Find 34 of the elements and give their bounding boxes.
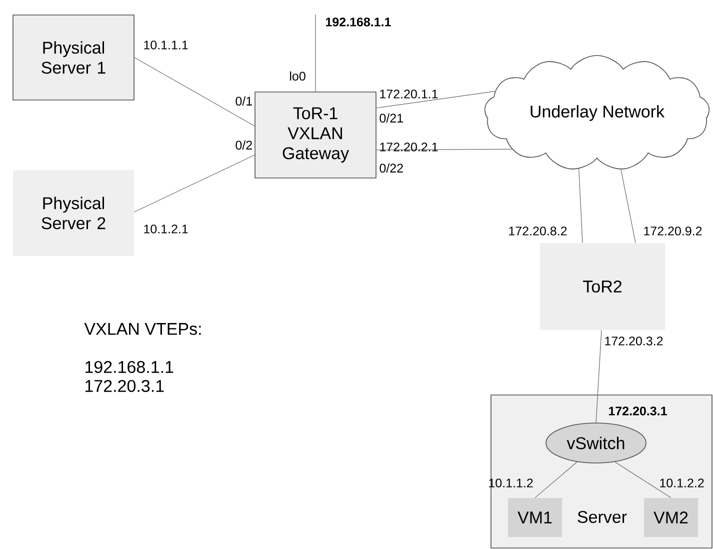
server-box: Physical Server 2 (13, 170, 134, 256)
ip-address-label: 192.168.1.1 (326, 18, 391, 26)
switch-box: ToR2 (540, 243, 665, 330)
ip-address-label: 172.20.3.1 (608, 406, 667, 416)
connector-line (596, 330, 602, 423)
vtep-address: 172.20.3.1 (86, 380, 164, 392)
ip-address-label: 172.20.3.2 (605, 336, 663, 346)
ip-address-label: 172.20.1.1 (380, 90, 438, 98)
vtep-address: 192.168.1.1 (86, 360, 174, 374)
leader-line (315, 14, 316, 92)
ip-address-label: 10.1.1.1 (144, 40, 188, 50)
ip-address-label: 172.20.9.2 (644, 226, 702, 236)
port-label: 0/2 (236, 140, 252, 150)
interface-label: lo0 (290, 71, 306, 81)
ip-address-label: 172.20.8.2 (509, 226, 567, 236)
connector-line (134, 57, 255, 126)
vm-box: VM2 (644, 498, 698, 537)
vm-box: VM1 (508, 498, 562, 537)
server-box: Physical Server 1 (12, 14, 134, 100)
connector-line (620, 169, 636, 244)
connector-line (376, 91, 496, 108)
connector-line (578, 168, 583, 244)
network-cloud: Underlay Network (484, 55, 710, 170)
connector-line (376, 148, 512, 150)
heading: VXLAN VTEPs: (84, 323, 201, 335)
connector-line (534, 462, 578, 498)
connector-line (614, 462, 672, 498)
connector-line (134, 154, 255, 212)
ip-address-label: 172.20.2.1 (380, 142, 438, 152)
ip-address-label: 10.1.1.2 (489, 478, 533, 488)
port-label: 0/21 (380, 113, 403, 123)
ip-address-label: 10.1.2.2 (660, 478, 704, 488)
gateway-box: ToR-1 VXLAN Gateway (254, 92, 376, 178)
port-label: 0/1 (236, 96, 252, 106)
